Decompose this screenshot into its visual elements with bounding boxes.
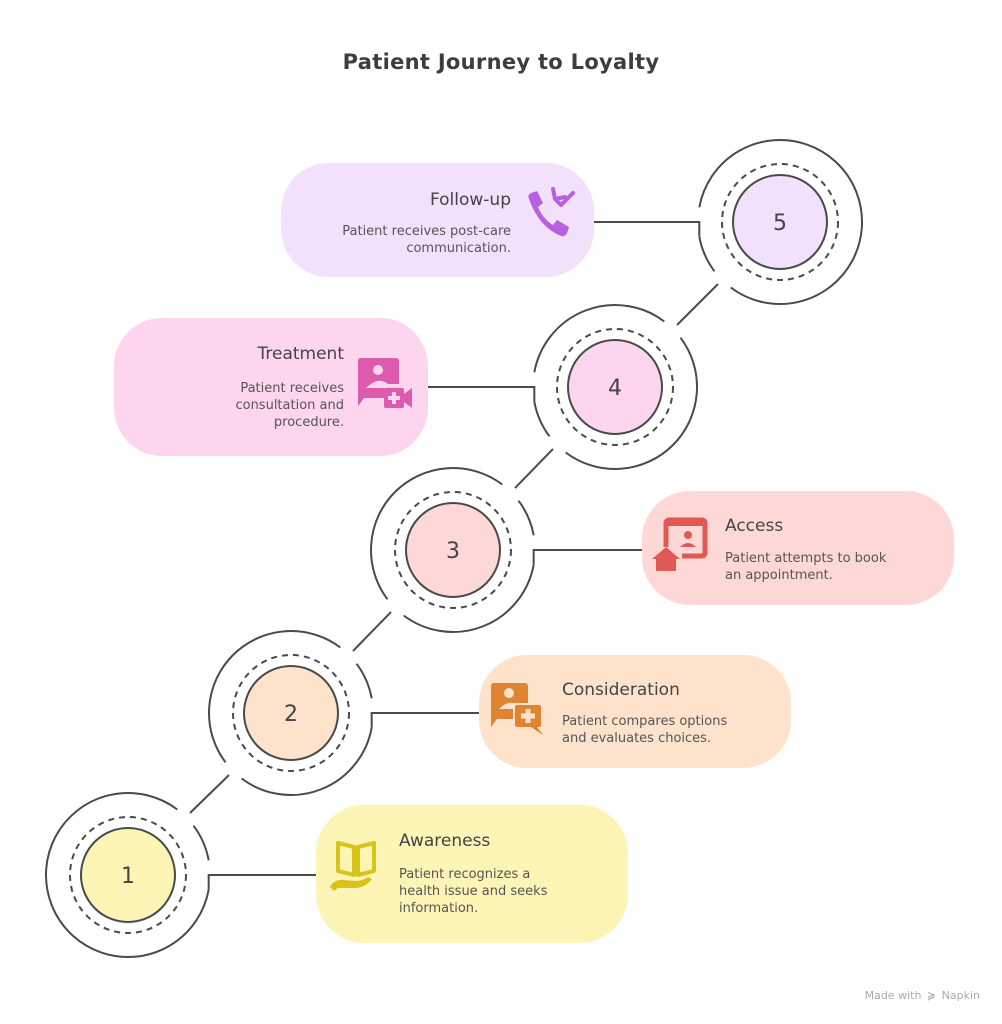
step-description: Patient recognizes a health issue and se…: [399, 867, 548, 916]
step-title: Access: [725, 516, 784, 536]
open-book-hand-icon: [326, 835, 386, 895]
dashed-ring: [394, 491, 512, 609]
step-card-awareness: Awareness Patient recognizes a health is…: [316, 805, 628, 943]
outer-ring-arc: [241, 727, 373, 796]
outer-ring-arc: [355, 663, 373, 699]
outer-ring-arc: [533, 304, 665, 373]
step-description: Patient attempts to book an appointment.: [725, 551, 887, 583]
outer-ring-arc: [208, 630, 341, 763]
step-title: Awareness: [399, 831, 491, 851]
napkin-logo-icon: ≽: [926, 989, 937, 1002]
step-number-circle: [732, 174, 828, 270]
diagram-title: Patient Journey to Loyalty: [342, 50, 660, 74]
step-number-circle: [243, 665, 339, 761]
step-description: Patient receives consultation and proced…: [235, 381, 344, 430]
step-number-circle: [405, 502, 501, 598]
video-consultation-icon: [354, 356, 414, 416]
step-number: 2: [284, 702, 298, 727]
dashed-ring: [556, 328, 674, 446]
step-title: Consideration: [562, 680, 680, 700]
diagonal-link-line: [514, 448, 554, 489]
outer-ring-arc: [517, 500, 535, 536]
card-connector-line: [532, 549, 642, 565]
outer-ring-arc: [533, 401, 551, 437]
phone-callback-icon: [519, 185, 579, 245]
outer-ring-arc: [370, 467, 503, 600]
step-card-treatment: Treatment Patient receives consultation …: [114, 318, 428, 456]
outer-ring-arc: [192, 825, 210, 861]
step-number: 1: [121, 864, 135, 889]
step-card-access: Access Patient attempts to book an appoi…: [642, 491, 954, 605]
step-card-consideration: Consideration Patient compares options a…: [479, 655, 791, 768]
dashed-ring: [69, 816, 187, 934]
booking-screen-home-icon: [650, 515, 710, 575]
outer-ring-arc: [698, 139, 863, 305]
diagonal-link-line: [352, 611, 392, 652]
outer-ring-arc: [45, 792, 210, 958]
step-title: Treatment: [257, 344, 344, 364]
made-with-label: Made with: [864, 989, 922, 1002]
consult-chat-medical-icon: [487, 679, 547, 739]
outer-ring-arc: [565, 337, 698, 470]
card-connector-line: [594, 221, 701, 237]
napkin-brand-label: Napkin: [941, 989, 980, 1002]
card-connector-line: [370, 712, 479, 728]
dashed-ring: [721, 163, 839, 281]
step-number: 3: [446, 539, 460, 564]
step-number-circle: [80, 827, 176, 923]
card-connector-line: [428, 386, 536, 402]
step-description: Patient receives post-care communication…: [342, 224, 511, 256]
step-number-circle: [567, 339, 663, 435]
card-connector-line: [207, 874, 316, 890]
outer-ring-arc: [698, 236, 716, 272]
step-card-follow-up: Follow-up Patient receives post-care com…: [281, 163, 594, 277]
step-description: Patient compares options and evaluates c…: [562, 714, 728, 746]
diagonal-link-line: [189, 774, 230, 814]
step-number: 4: [608, 376, 622, 401]
step-title: Follow-up: [429, 190, 511, 210]
diagonal-link-line: [676, 283, 719, 326]
step-number: 5: [773, 211, 787, 236]
outer-ring-arc: [403, 564, 535, 633]
made-with-napkin-badge[interactable]: Made with ≽ Napkin: [865, 989, 980, 1002]
dashed-ring: [232, 654, 350, 772]
